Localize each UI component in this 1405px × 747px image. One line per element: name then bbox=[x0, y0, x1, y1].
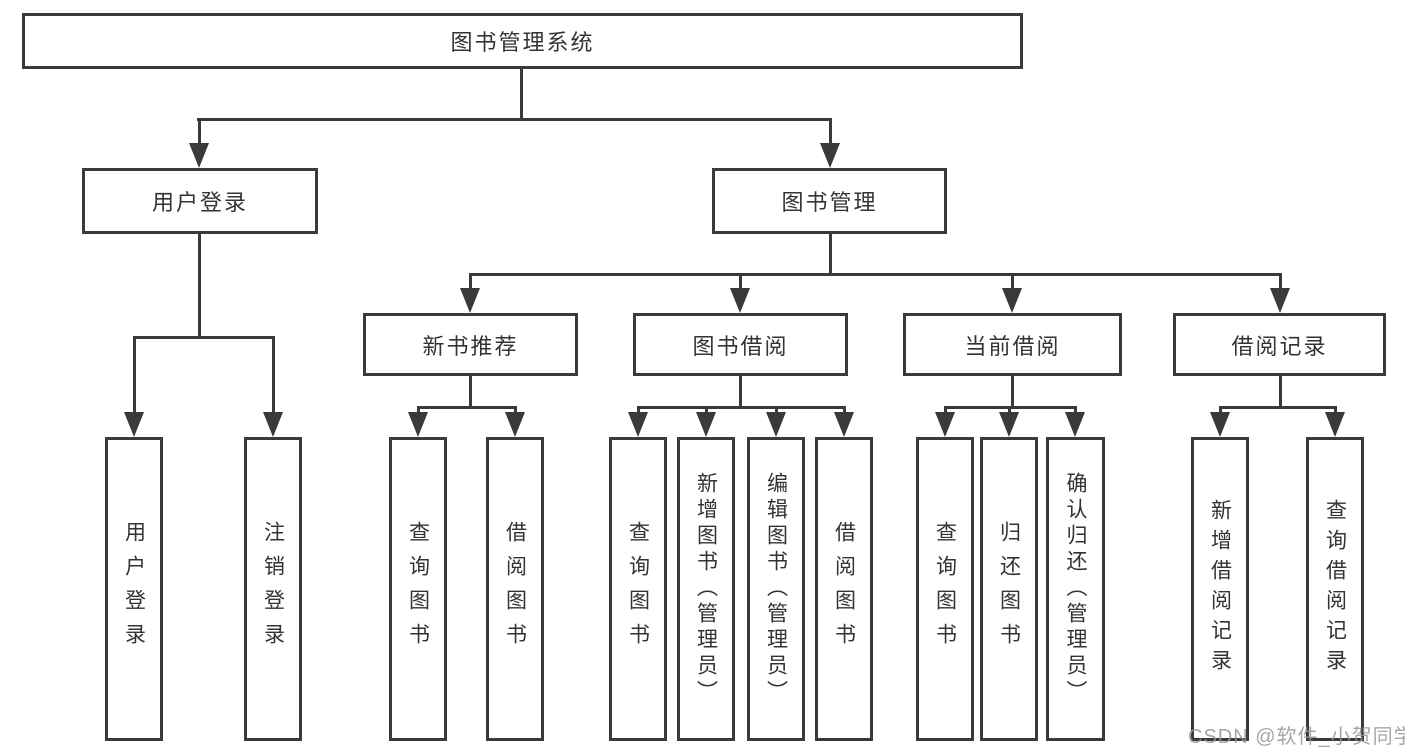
arrow-down bbox=[628, 412, 648, 437]
connector-line bbox=[1279, 376, 1282, 409]
connector-line bbox=[843, 406, 846, 415]
node-user-login: 用户登录 bbox=[82, 168, 318, 234]
connector-line bbox=[1011, 376, 1014, 409]
connector-line bbox=[198, 233, 201, 339]
arrow-down bbox=[1002, 288, 1022, 313]
leaf-add-borrow-record: 新增借阅记录 bbox=[1191, 437, 1249, 741]
arrow-down bbox=[696, 412, 716, 437]
connector-line bbox=[829, 233, 832, 276]
leaf-label: 借阅图书 bbox=[503, 521, 527, 657]
leaf-label: 查询图书 bbox=[406, 521, 430, 657]
arrow-down bbox=[1325, 412, 1345, 437]
arrow-down bbox=[1065, 412, 1085, 437]
leaf-edit-book-admin: 编辑图书（管理员） bbox=[747, 437, 805, 741]
connector-line bbox=[775, 406, 778, 415]
leaf-label: 查询借阅记录 bbox=[1323, 499, 1347, 679]
leaf-logout: 注销登录 bbox=[244, 437, 302, 741]
leaf-query-books-3: 查询图书 bbox=[916, 437, 974, 741]
leaf-return-book: 归还图书 bbox=[980, 437, 1038, 741]
connector-line bbox=[1279, 273, 1282, 291]
connector-line bbox=[1219, 406, 1337, 409]
arrow-down bbox=[124, 412, 144, 437]
connector-line bbox=[133, 336, 136, 415]
node-book-borrow: 图书借阅 bbox=[633, 313, 848, 376]
arrow-down bbox=[1270, 288, 1290, 313]
leaf-label: 注销登录 bbox=[261, 521, 285, 657]
leaf-label: 确认归还（管理员） bbox=[1064, 472, 1087, 706]
connector-line bbox=[739, 273, 742, 291]
connector-line bbox=[944, 406, 947, 415]
connector-line bbox=[469, 376, 472, 409]
leaf-query-books-1: 查询图书 bbox=[389, 437, 447, 741]
arrow-down bbox=[408, 412, 428, 437]
leaf-label: 用户登录 bbox=[122, 521, 146, 657]
connector-line bbox=[417, 406, 517, 409]
connector-line bbox=[469, 273, 1282, 276]
connector-line bbox=[1074, 406, 1077, 415]
connector-line bbox=[514, 406, 517, 415]
node-current-borrow: 当前借阅 bbox=[903, 313, 1122, 376]
arrow-down bbox=[766, 412, 786, 437]
connector-line bbox=[197, 118, 832, 121]
leaf-label: 借阅图书 bbox=[832, 521, 856, 657]
arrow-down bbox=[189, 143, 209, 168]
leaf-label: 新增借阅记录 bbox=[1208, 499, 1232, 679]
leaf-label: 新增图书（管理员） bbox=[694, 472, 718, 706]
connector-line bbox=[1008, 406, 1011, 415]
arrow-down bbox=[730, 288, 750, 313]
connector-line bbox=[739, 376, 742, 409]
arrow-down bbox=[460, 288, 480, 313]
arrow-down bbox=[505, 412, 525, 437]
connector-line bbox=[417, 406, 420, 415]
arrow-down bbox=[1210, 412, 1230, 437]
node-new-book-recommend: 新书推荐 bbox=[363, 313, 578, 376]
leaf-user-login: 用户登录 bbox=[105, 437, 163, 741]
connector-line bbox=[133, 336, 275, 339]
connector-line bbox=[829, 118, 832, 146]
connector-line bbox=[1334, 406, 1337, 415]
leaf-query-books-2: 查询图书 bbox=[609, 437, 667, 741]
leaf-label: 查询图书 bbox=[933, 521, 957, 657]
leaf-borrow-books-1: 借阅图书 bbox=[486, 437, 544, 741]
arrow-down bbox=[834, 412, 854, 437]
connector-line bbox=[1011, 273, 1014, 291]
leaf-label: 归还图书 bbox=[997, 521, 1021, 657]
watermark: CSDN @软件_小贺同学 bbox=[1188, 726, 1405, 747]
leaf-borrow-books-2: 借阅图书 bbox=[815, 437, 873, 741]
connector-line bbox=[637, 406, 846, 409]
leaf-query-borrow-record: 查询借阅记录 bbox=[1306, 437, 1364, 741]
arrow-down bbox=[263, 412, 283, 437]
arrow-down bbox=[820, 143, 840, 168]
arrow-down bbox=[935, 412, 955, 437]
node-book-management: 图书管理 bbox=[712, 168, 947, 234]
leaf-add-book-admin: 新增图书（管理员） bbox=[677, 437, 735, 741]
arrow-down bbox=[999, 412, 1019, 437]
leaf-label: 编辑图书（管理员） bbox=[764, 472, 788, 706]
connector-line bbox=[637, 406, 640, 415]
connector-line bbox=[705, 406, 708, 415]
node-root: 图书管理系统 bbox=[22, 13, 1023, 69]
leaf-label: 查询图书 bbox=[626, 521, 650, 657]
connector-line bbox=[198, 118, 201, 146]
leaf-confirm-return-admin: 确认归还（管理员） bbox=[1046, 437, 1105, 741]
connector-line bbox=[520, 68, 523, 121]
node-borrow-records: 借阅记录 bbox=[1173, 313, 1386, 376]
connector-line bbox=[1219, 406, 1222, 415]
connector-line bbox=[272, 336, 275, 415]
connector-line bbox=[469, 273, 472, 291]
